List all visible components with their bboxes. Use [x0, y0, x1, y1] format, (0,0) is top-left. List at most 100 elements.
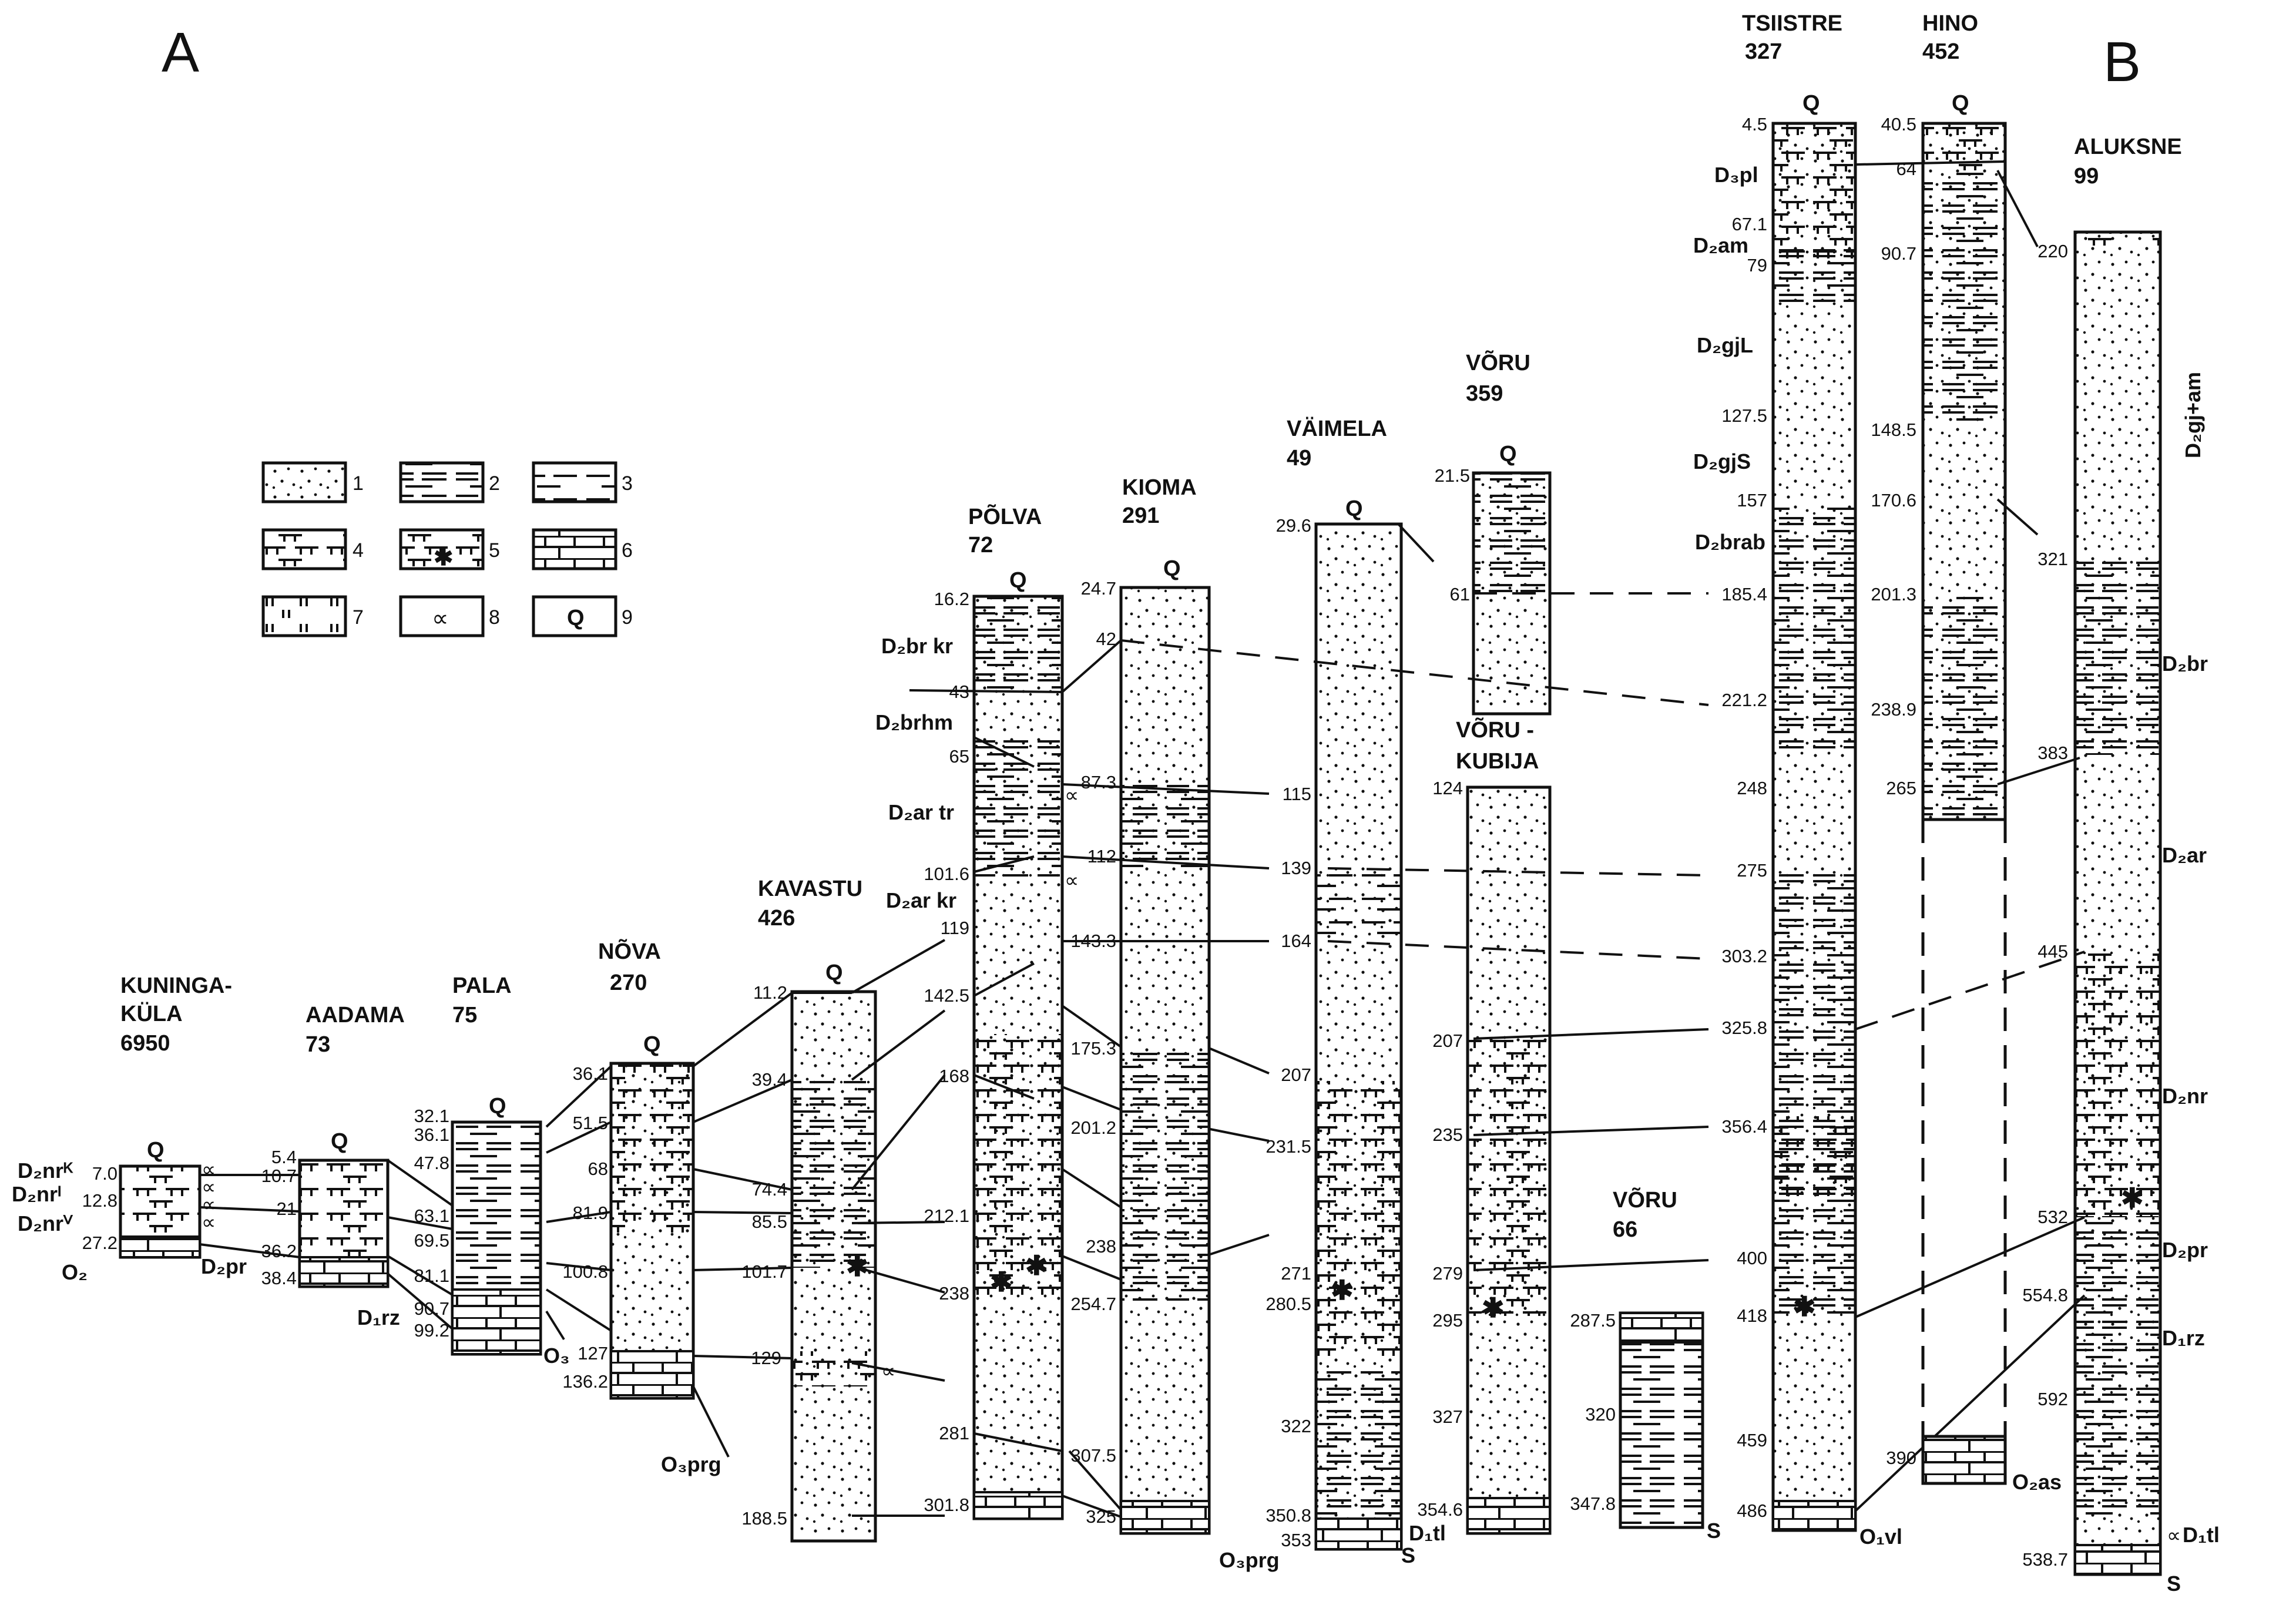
depth-label: 168	[939, 1066, 969, 1086]
depth-label: 383	[2037, 743, 2068, 763]
depth-label: 321	[2037, 549, 2068, 569]
well-header-pala: PALA 75 Q	[452, 973, 512, 1119]
well-top-symbol: Q	[1163, 556, 1181, 581]
depth-label: 248	[1737, 778, 1767, 798]
well-name: TSIISTRE	[1742, 11, 1842, 36]
depth-label: 207	[1281, 1065, 1311, 1085]
strat-label: D₁tl	[1409, 1521, 1446, 1545]
strat-label: D₂ar	[2162, 843, 2207, 867]
well-header-kioma: KIOMA 291 Q	[1122, 475, 1197, 581]
well-id: 359	[1466, 381, 1503, 406]
well-column-voru-kubija	[1466, 785, 1552, 1535]
strat-label: O₃prg	[661, 1452, 721, 1476]
depth-label: 5.4	[271, 1147, 297, 1167]
legend-number: 6	[622, 539, 633, 562]
depth-label: 36.1	[414, 1124, 449, 1145]
depth-label: 40.5	[1881, 114, 1916, 135]
strat-label: D₂nr	[2162, 1084, 2208, 1108]
depth-label: 24.7	[1081, 578, 1116, 599]
strat-label: D₂ar kr	[886, 888, 956, 912]
depth-label: 175.3	[1070, 1038, 1116, 1059]
depth-label: 12.8	[82, 1190, 118, 1211]
depth-label: 280.5	[1266, 1294, 1311, 1314]
depth-label: 327	[1432, 1406, 1463, 1427]
depth-label: 418	[1737, 1305, 1767, 1326]
strat-label: D₂nrⱽ	[18, 1211, 73, 1235]
depth-label: 400	[1737, 1248, 1767, 1268]
well-top-symbol: Q	[1952, 91, 1969, 116]
fossil-markers: ∝ ∝ ∝ ∝ ∝ ∝ ∝ ∝	[202, 784, 2181, 1547]
star-icon: ✱	[434, 545, 454, 570]
well-id: 291	[1122, 503, 1159, 528]
legend-number: 5	[489, 539, 500, 562]
well-columns: ✱ ✱ ✱ ✱ ✱ ✱ ✱	[119, 122, 2162, 1576]
depth-label: 301.8	[924, 1495, 969, 1515]
depth-label: 353	[1281, 1530, 1311, 1550]
fossil-icon: ∝	[202, 1159, 216, 1181]
depth-label: 36.1	[573, 1063, 608, 1084]
depth-label: 68	[588, 1159, 608, 1179]
depth-label: 347.8	[1570, 1493, 1616, 1514]
depth-label: 21	[277, 1198, 297, 1219]
strat-label: O₂	[62, 1260, 88, 1284]
star-markers: ✱ ✱ ✱ ✱ ✱ ✱ ✱	[846, 1183, 2144, 1323]
depth-label: 356.4	[1721, 1116, 1767, 1137]
well-header-polva: PÕLVA 72 Q	[968, 503, 1042, 593]
well-top-symbol: Q	[1499, 442, 1517, 466]
well-header-aluksne: ALUKSNE 99	[2074, 135, 2182, 189]
depth-label: 87.3	[1081, 772, 1116, 793]
depth-label: 43	[949, 681, 969, 702]
depth-label: 101.6	[924, 864, 969, 884]
depth-label: 39.4	[752, 1069, 787, 1090]
well-name-line2: KUBIJA	[1456, 749, 1539, 774]
depth-label: 79	[1747, 255, 1767, 276]
depth-label: 238	[939, 1283, 969, 1304]
well-id: 72	[968, 533, 993, 558]
depth-label: 16.2	[934, 589, 969, 609]
well-id: 452	[1922, 39, 1959, 64]
legend-item-carbonate: 6	[532, 528, 633, 570]
depth-label: 220	[2037, 241, 2068, 261]
svg-text:✱: ✱	[1331, 1275, 1354, 1305]
well-column-kavastu	[790, 990, 877, 1543]
fossil-icon: ∝	[1065, 869, 1079, 892]
depth-label: 538.7	[2022, 1549, 2068, 1570]
legend-number: 4	[353, 539, 364, 562]
legend-item-marl-star: ✱ 5	[399, 528, 500, 570]
depth-label: 47.8	[414, 1153, 449, 1173]
well-headers: KUNINGA- KÜLA 6950 Q AADAMA 73 Q PALA 75…	[120, 11, 2182, 1242]
depth-label: 350.8	[1266, 1505, 1311, 1526]
svg-text:✱: ✱	[1482, 1292, 1505, 1323]
legend-item-sand: 1	[261, 461, 364, 503]
well-name-line2: KÜLA	[120, 1001, 183, 1026]
legend-number: 8	[489, 606, 500, 629]
strat-label: D₁tl	[2183, 1523, 2220, 1547]
well-id: 327	[1745, 39, 1782, 64]
quaternary-symbol: Q	[567, 606, 585, 630]
well-header-vaimela: VÄIMELA 49 Q	[1287, 416, 1387, 521]
well-column-voru-66	[1619, 1311, 1704, 1529]
depth-label: 592	[2037, 1389, 2068, 1409]
well-column-kuningakula	[119, 1164, 202, 1259]
depth-label: 27.2	[82, 1233, 118, 1253]
depth-label: 212.1	[924, 1206, 969, 1226]
legend-item-clay: 2	[399, 461, 500, 503]
depth-label: 127.5	[1721, 405, 1767, 426]
depth-label: 115	[1283, 784, 1311, 804]
well-name: HINO	[1922, 11, 1978, 36]
strat-label: D₂brab	[1695, 530, 1765, 554]
depth-label: 303.2	[1721, 946, 1767, 966]
well-id: 75	[452, 1003, 477, 1028]
depth-label: 21.5	[1435, 465, 1470, 486]
depth-label: 7.0	[92, 1163, 118, 1184]
depth-label: 445	[2037, 941, 2068, 962]
well-column-tsiistre	[1771, 122, 1857, 1532]
strat-label: D₂pr	[201, 1254, 247, 1278]
depth-label: 390	[1886, 1448, 1916, 1468]
depth-label: 81.9	[573, 1203, 608, 1223]
depth-label: 170.6	[1871, 490, 1916, 511]
legend-number: 3	[622, 472, 633, 495]
strat-label: S	[1401, 1543, 1415, 1567]
legend-item-fossil: ∝ 8	[399, 595, 500, 637]
